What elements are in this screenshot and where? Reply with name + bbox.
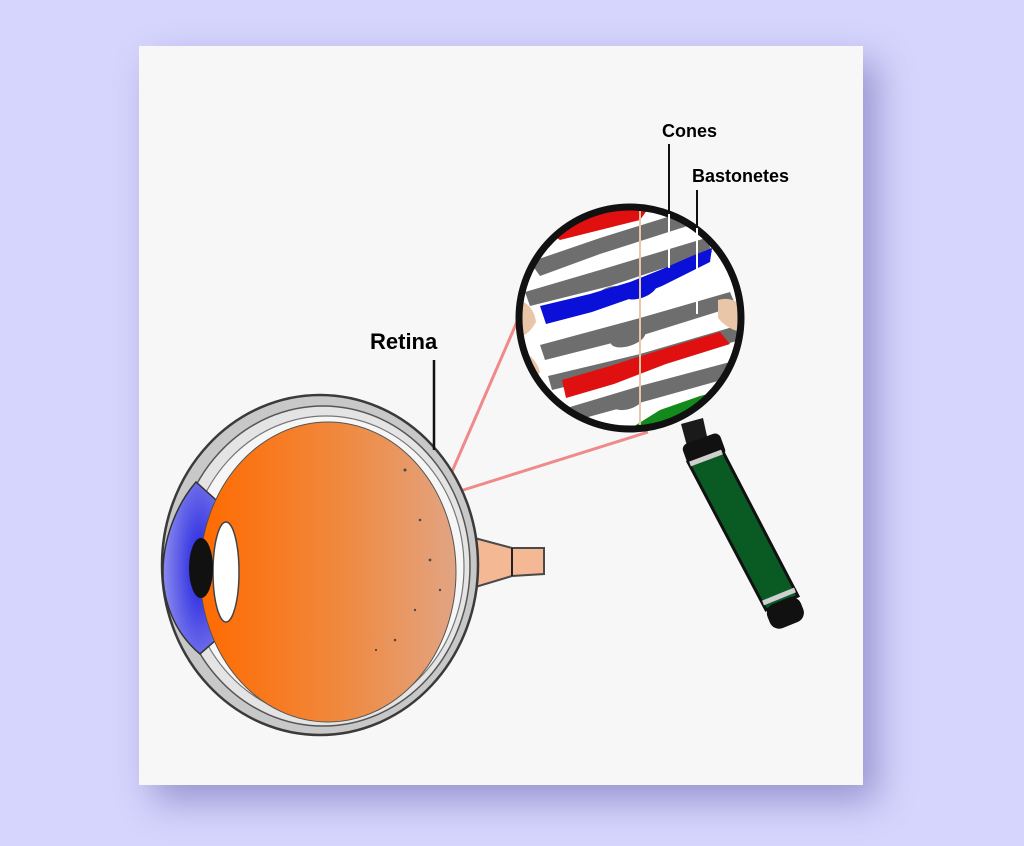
cones-label: Cones (662, 121, 718, 141)
retina-label: Retina (370, 329, 438, 354)
pupil (189, 538, 213, 598)
magnifier-lens-ring (515, 203, 745, 433)
label-pointers (432, 144, 698, 450)
magnifier-handle (681, 418, 804, 629)
magnifying-glass (515, 203, 804, 629)
cone-cell-red (540, 210, 730, 398)
rods-label: Bastonetes (692, 166, 790, 186)
eye (160, 393, 545, 737)
lens (212, 521, 240, 623)
